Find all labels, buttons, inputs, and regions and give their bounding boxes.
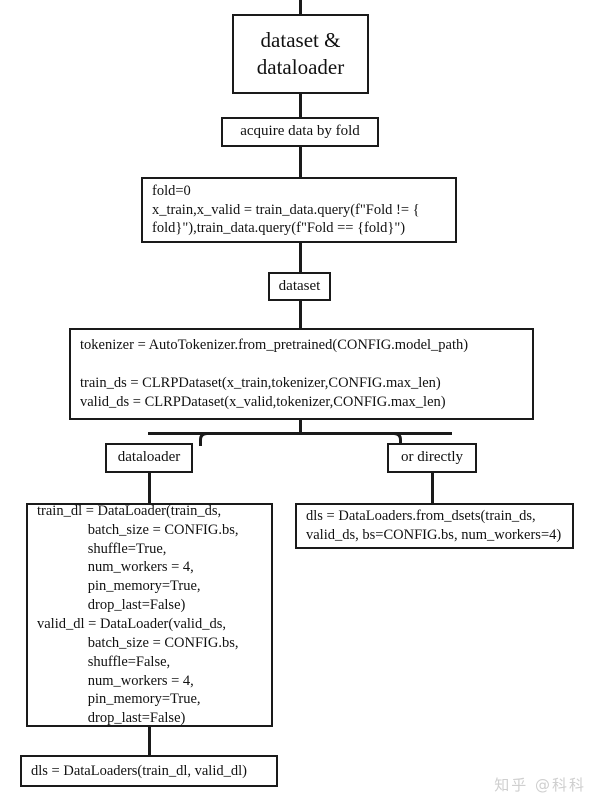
node-tokenizer-datasets[interactable]: tokenizer = AutoTokenizer.from_pretraine… bbox=[69, 328, 534, 420]
node-or-directly-text: or directly bbox=[400, 449, 464, 466]
node-dls-from-dsets-text: dls = DataLoaders.from_dsets(train_ds, v… bbox=[306, 508, 562, 543]
node-fold-text: fold=0 x_train,x_valid = train_data.quer… bbox=[152, 182, 420, 237]
connector-block-to-final bbox=[148, 726, 151, 756]
node-dataloader-text: dataloader bbox=[117, 449, 181, 466]
node-fold-query[interactable]: fold=0 x_train,x_valid = train_data.quer… bbox=[141, 177, 457, 243]
connector-top-stub bbox=[299, 0, 302, 15]
connector-fold-to-dataset bbox=[299, 242, 302, 273]
connector-ordirectly-to-dsets bbox=[431, 472, 434, 504]
node-or-directly[interactable]: or directly bbox=[387, 443, 477, 473]
connector-split-branch bbox=[148, 418, 452, 446]
node-tokenizer-text: tokenizer = AutoTokenizer.from_pretraine… bbox=[80, 337, 469, 410]
connector-title-to-acquire bbox=[299, 93, 302, 118]
node-dls-final[interactable]: dls = DataLoaders(train_dl, valid_dl) bbox=[20, 755, 278, 787]
node-dls-from-dsets[interactable]: dls = DataLoaders.from_dsets(train_ds, v… bbox=[295, 503, 574, 549]
node-dataset[interactable]: dataset bbox=[268, 272, 331, 301]
node-dataloader-definitions[interactable]: train_dl = DataLoader(train_ds, batch_si… bbox=[26, 503, 273, 727]
node-dataloader[interactable]: dataloader bbox=[105, 443, 193, 473]
node-title[interactable]: dataset & dataloader bbox=[232, 14, 369, 94]
node-dataloader-definitions-text: train_dl = DataLoader(train_ds, batch_si… bbox=[37, 502, 239, 727]
node-dls-final-text: dls = DataLoaders(train_dl, valid_dl) bbox=[31, 762, 247, 779]
connector-acquire-to-fold bbox=[299, 146, 302, 178]
connector-dataset-to-tokenizer bbox=[299, 300, 302, 329]
connector-dataloader-to-block bbox=[148, 472, 151, 504]
node-dataset-text: dataset bbox=[278, 277, 321, 294]
node-acquire-text: acquire data by fold bbox=[240, 123, 360, 140]
watermark: 知乎 @科科 bbox=[494, 776, 586, 794]
node-title-text: dataset & dataloader bbox=[256, 27, 345, 79]
node-acquire-data-by-fold[interactable]: acquire data by fold bbox=[221, 117, 379, 147]
